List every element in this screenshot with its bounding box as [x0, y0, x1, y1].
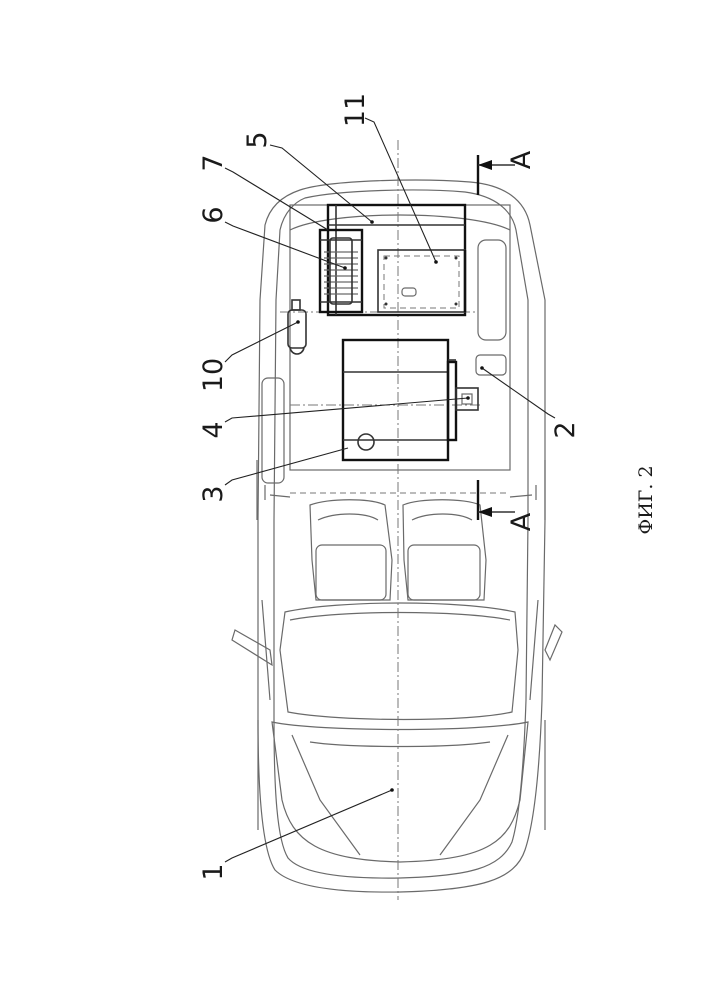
label-1: 1 — [198, 863, 229, 880]
label-10: 10 — [198, 358, 229, 392]
label-3: 3 — [198, 485, 229, 502]
figure-caption: ФИГ. 2 — [635, 465, 657, 534]
label-11: 11 — [340, 93, 371, 127]
label-5: 5 — [242, 131, 273, 148]
label-4: 4 — [198, 421, 229, 438]
label-7: 7 — [198, 154, 229, 171]
section-label-top: A — [506, 150, 537, 169]
equipment-frame — [328, 205, 465, 315]
extinguisher-cylinder — [288, 300, 306, 354]
label-2: 2 — [550, 421, 581, 438]
label-6: 6 — [198, 206, 229, 223]
car-body — [232, 180, 562, 892]
pump-unit — [378, 250, 465, 312]
section-label-bottom: A — [506, 512, 537, 531]
hose-reel — [320, 230, 362, 312]
section-mark-top: A — [478, 150, 537, 195]
